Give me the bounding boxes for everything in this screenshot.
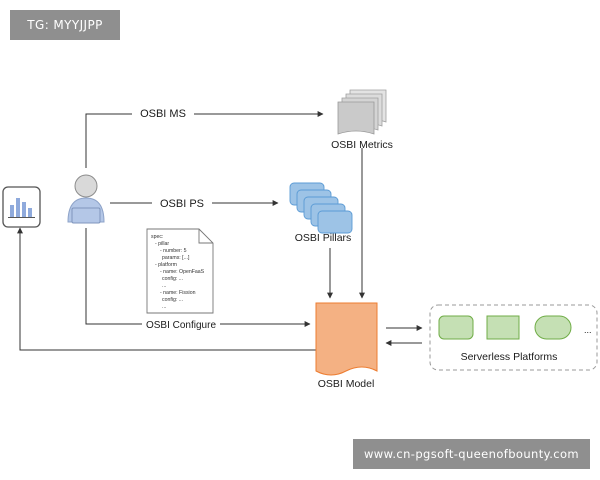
watermark-top: TG: MYYJJPP	[10, 10, 120, 40]
platform-pill-box	[534, 315, 572, 340]
platform-square-box	[486, 315, 520, 340]
user-icon	[67, 174, 105, 224]
watermark-top-text: TG: MYYJJPP	[27, 18, 103, 32]
node-label-model: OSBI Model	[318, 378, 375, 390]
edge-person-to-model	[85, 228, 311, 327]
spec-line: spec:	[151, 234, 163, 240]
platform-rounded-box	[438, 315, 474, 340]
spec-line: params: [...]	[162, 255, 190, 261]
node-label-metrics: OSBI Metrics	[331, 139, 393, 151]
platform-more: ...	[584, 325, 592, 335]
dashboard-icon	[2, 186, 41, 228]
spec-line: ...	[162, 304, 166, 310]
watermark-bottom-text: www.cn-pgsoft-queenofbounty.com	[363, 447, 580, 461]
spec-line: - platform	[155, 262, 177, 268]
edge-model-to-dashboard	[17, 227, 316, 351]
metrics-stack-icon	[337, 89, 387, 135]
spec-line: ...	[162, 283, 166, 289]
model-document-icon	[315, 302, 378, 376]
pillars-stack-icon	[289, 182, 353, 234]
edge-label-osbi-configure: OSBI Configure	[146, 320, 216, 331]
watermark-bottom: www.cn-pgsoft-queenofbounty.com	[353, 439, 590, 469]
edge-label-osbi-ms: OSBI MS	[140, 108, 186, 120]
node-label-pillars: OSBI Pillars	[295, 232, 352, 244]
node-label-serverless: Serverless Platforms	[461, 351, 558, 363]
spec-line: - number: 5	[160, 248, 187, 254]
spec-line: config: ...	[162, 297, 183, 303]
serverless-platforms-group: ... Serverless Platforms	[429, 304, 598, 371]
spec-document: spec: - pillar - number: 5 params: [...]…	[146, 228, 214, 314]
spec-line: - pillar	[155, 241, 169, 247]
edge-label-osbi-ps: OSBI PS	[160, 198, 204, 210]
spec-line: config: ...	[162, 276, 183, 282]
spec-line: - name: Fission	[160, 290, 196, 296]
spec-line: - name: OpenFaaS	[160, 269, 205, 275]
edge-person-to-metrics	[85, 111, 324, 168]
